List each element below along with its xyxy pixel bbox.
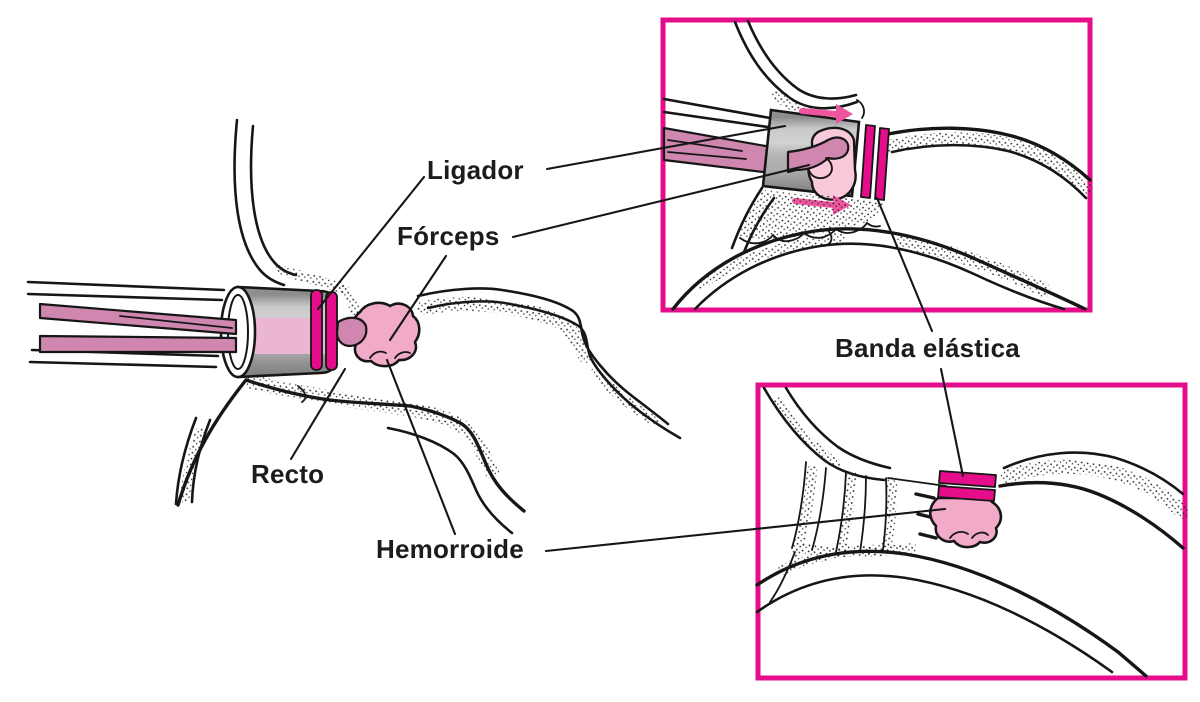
top-inset (660, 17, 1093, 313)
elastic-band-applied (937, 470, 997, 502)
anal-verge (233, 118, 349, 294)
forceps-jaw (335, 316, 368, 348)
pointer-lines (289, 124, 965, 553)
hemorroide-pointer-left (385, 358, 457, 536)
bottom-inset-border (755, 382, 1188, 681)
rectal-upper-wall (416, 287, 682, 440)
ligador-pointer-right (545, 124, 787, 171)
label-recto: Recto (251, 459, 325, 489)
label-banda-elastica: Banda elástica (835, 333, 1020, 363)
banded-hemorrhoid (928, 470, 1003, 549)
top-inset-border (660, 17, 1093, 313)
main-illustration (26, 118, 682, 535)
forceps-shafts (38, 302, 238, 354)
elastic-bands-closeup (860, 124, 890, 201)
verge-tissue-stipple (738, 190, 884, 240)
bottom-inset (755, 382, 1189, 681)
label-forceps: Fórceps (397, 221, 500, 251)
rectal-lower-wall (174, 375, 526, 535)
ligador-pointer-left (316, 175, 426, 311)
label-ligador: Ligador (427, 155, 524, 185)
recto-pointer (289, 367, 347, 461)
forceps-pointer-left (388, 254, 448, 342)
label-hemorroide: Hemorroide (376, 534, 524, 564)
banda-pointer-top (875, 196, 934, 333)
hemorrhoid-grasped (335, 281, 421, 368)
anal-canal-folds (769, 461, 947, 603)
banda-pointer-bottom (939, 367, 965, 478)
forceps-pointer-right (511, 163, 811, 239)
forceps-jaw-closeup (786, 136, 850, 174)
push-arrow-top (799, 104, 853, 124)
elastic-bands-loaded (310, 289, 338, 371)
hemorroide-pointer-right (544, 507, 947, 553)
